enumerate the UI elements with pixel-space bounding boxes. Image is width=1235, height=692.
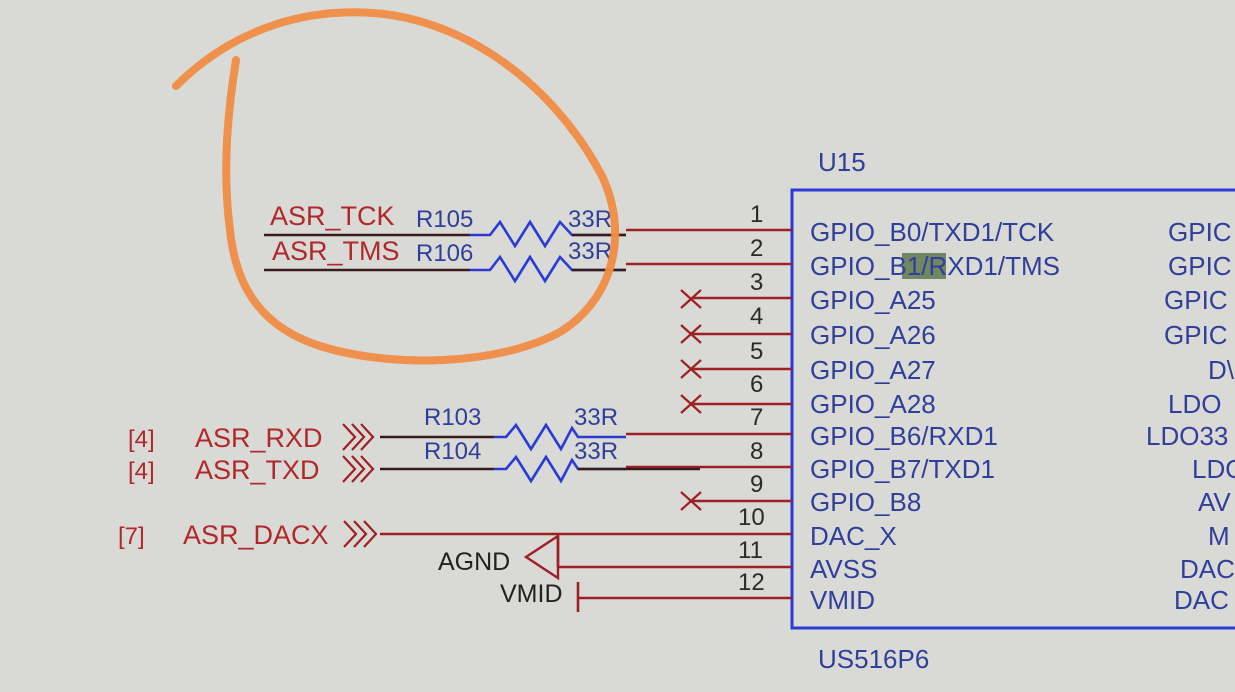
- chip-body: [790, 188, 1235, 630]
- resistor-value: 33R: [574, 438, 618, 465]
- pin-numbers: 1 2 3 4 5 6 7 8 9 10 11 12: [738, 201, 765, 596]
- uart-nets: [4] [4] ASR_RXD ASR_TXD R103 R104 33R 33…: [128, 404, 700, 485]
- pin-name: GPIO_B8: [810, 487, 921, 517]
- resistor-ref: R104: [424, 438, 481, 465]
- port-icon: [342, 455, 375, 483]
- right-pin-name: DAC: [1174, 585, 1229, 615]
- pin-name: AVSS: [810, 554, 877, 584]
- port-icon: [342, 423, 375, 451]
- pin-number: 3: [750, 269, 763, 296]
- pin-name: GPIO_B6/RXD1: [810, 421, 998, 451]
- pin-name: GPIO_B7/TXD1: [810, 454, 995, 484]
- pin-number: 11: [738, 537, 763, 564]
- right-pin-names: GPIC GPIC GPIC GPIC D\ LDO LDO33 LDO AV …: [1146, 217, 1235, 615]
- port-icon: [343, 520, 378, 548]
- resistor-value: 33R: [568, 238, 612, 265]
- chip-part-number: US516P6: [818, 644, 929, 674]
- pin-lines: [380, 228, 792, 600]
- net-label-tck: ASR_TCK: [270, 201, 395, 231]
- pin-name: GPIO_B0/TXD1/TCK: [810, 217, 1055, 247]
- resistor-r105: [470, 219, 626, 249]
- pin-number: 7: [750, 404, 763, 431]
- pin-number: 9: [750, 471, 763, 498]
- resistor-ref: R105: [416, 206, 473, 233]
- no-connect-x-icon: [680, 359, 702, 379]
- net-label-dacx: ASR_DACX: [183, 520, 329, 550]
- right-pin-name: LDO: [1192, 454, 1235, 484]
- no-connect-x-icon: [680, 289, 702, 309]
- pin-number: 12: [738, 569, 765, 596]
- pin-number: 4: [750, 303, 763, 330]
- jtag-nets: ASR_TCK ASR_TMS R105 R106 33R 33R: [264, 201, 626, 284]
- sheet-ref: [4]: [128, 426, 155, 453]
- right-pin-name: GPIC: [1168, 217, 1232, 247]
- right-pin-name: GPIC: [1164, 320, 1228, 350]
- no-connect-markers: [680, 289, 702, 511]
- pin-number: 2: [750, 235, 763, 262]
- pin-number: 8: [750, 438, 763, 465]
- resistor-value: 33R: [574, 404, 618, 431]
- right-pin-name: GPIC: [1164, 285, 1228, 315]
- no-connect-x-icon: [680, 394, 702, 414]
- pin-name: GPIO_B1/RXD1/TMS: [810, 251, 1060, 281]
- pin-name: GPIO_A28: [810, 389, 936, 419]
- net-label-rxd: ASR_RXD: [195, 423, 323, 453]
- resistor-ref: R106: [416, 240, 473, 267]
- net-label-txd: ASR_TXD: [195, 455, 320, 485]
- sheet-ref: [7]: [118, 523, 145, 550]
- right-pin-name: AV: [1198, 487, 1231, 517]
- agnd-symbol-icon: [523, 533, 560, 581]
- annotation-circle: [172, 8, 620, 365]
- no-connect-x-icon: [680, 324, 702, 344]
- vmid-label: VMID: [500, 580, 563, 608]
- agnd-label: AGND: [438, 548, 510, 576]
- right-pin-name: LDO33: [1146, 421, 1228, 451]
- resistor-ref: R103: [424, 404, 481, 431]
- right-pin-name: GPIC: [1168, 251, 1232, 281]
- power-symbols: AGND VMID: [438, 533, 580, 612]
- right-pin-name: DAC: [1180, 554, 1235, 584]
- pin-number: 1: [750, 201, 763, 228]
- chip-designator: U15: [818, 147, 866, 177]
- search-highlight: [902, 253, 946, 279]
- pin-number: 6: [750, 371, 763, 398]
- right-pin-name: LDO: [1168, 389, 1221, 419]
- pin-names: GPIO_B0/TXD1/TCK GPIO_B1/RXD1/TMS GPIO_A…: [810, 217, 1060, 615]
- pin-name: DAC_X: [810, 521, 897, 551]
- sheet-ref: [4]: [128, 458, 155, 485]
- pin-name: GPIO_A27: [810, 355, 936, 385]
- pin-number: 5: [750, 338, 763, 365]
- pin-number: 10: [738, 504, 765, 531]
- resistor-r106: [470, 254, 626, 284]
- resistor-r104: [494, 454, 626, 484]
- pin-name: VMID: [810, 585, 875, 615]
- dac-net: [7] ASR_DACX: [118, 520, 378, 550]
- right-pin-name: D\: [1208, 355, 1235, 385]
- resistor-r103: [494, 422, 626, 452]
- pin-name: GPIO_A25: [810, 285, 936, 315]
- no-connect-x-icon: [680, 491, 702, 511]
- right-pin-name: M: [1208, 521, 1230, 551]
- net-label-tms: ASR_TMS: [272, 236, 400, 266]
- resistor-value: 33R: [568, 206, 612, 233]
- pin-name: GPIO_A26: [810, 320, 936, 350]
